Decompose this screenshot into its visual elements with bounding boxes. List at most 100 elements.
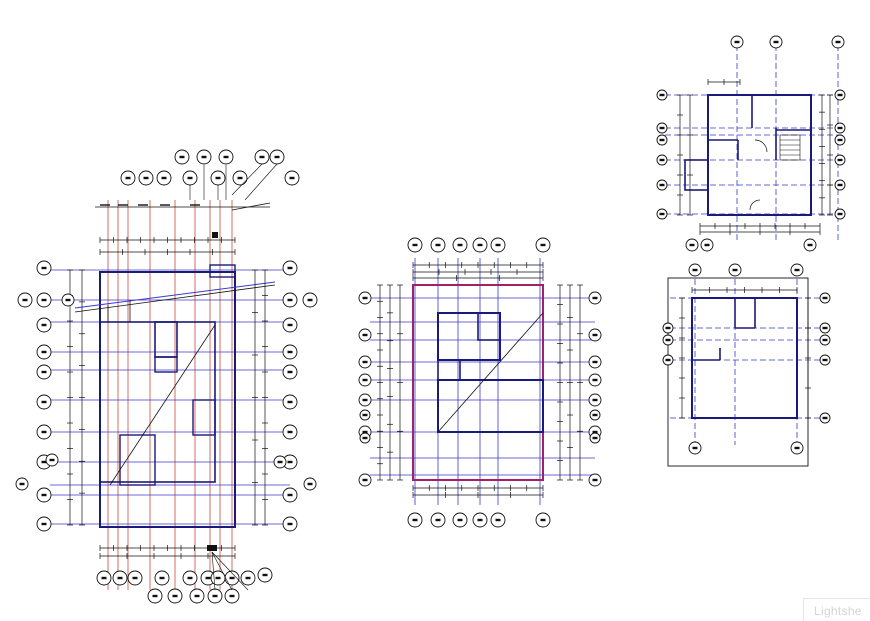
- grid-bubble-mark: [773, 40, 779, 44]
- door-swing: [749, 199, 761, 211]
- grid-bubble-mark: [201, 155, 207, 159]
- grid-bubble-mark: [41, 323, 47, 327]
- grid-bubble-mark: [152, 594, 158, 598]
- grid-bubble-mark: [794, 268, 800, 272]
- grid-bubble-mark: [734, 40, 740, 44]
- room-wall: [437, 379, 544, 433]
- grid-bubble-mark: [143, 176, 149, 180]
- grid-bubble-mark: [287, 370, 293, 374]
- grid-bubble-mark: [194, 594, 200, 598]
- grid-bubble-mark: [229, 576, 235, 580]
- grid-bubble-mark: [223, 155, 229, 159]
- grid-bubble-mark: [457, 518, 463, 522]
- grid-bubble-mark: [477, 243, 483, 247]
- mark-block: [212, 232, 218, 238]
- grid-bubble-mark: [287, 298, 293, 302]
- leader-line: [211, 551, 216, 591]
- leader-line: [244, 163, 278, 201]
- grid-bubble-mark: [362, 430, 368, 434]
- grid-bubble-mark: [117, 576, 123, 580]
- grid-bubble-mark: [187, 576, 193, 580]
- floor-plan-large-left: [15, 149, 318, 604]
- grid-bubble-mark: [362, 436, 368, 440]
- grid-bubble-mark: [49, 458, 55, 462]
- grid-bubble-mark: [592, 378, 598, 382]
- leader-line: [211, 551, 249, 591]
- grid-bubble-mark: [22, 298, 28, 302]
- floor-plan-middle: [358, 237, 602, 528]
- grid-bubble-mark: [362, 398, 368, 402]
- grid-bubble-mark: [362, 296, 368, 300]
- room-wall: [192, 399, 216, 436]
- grid-bubble-mark: [659, 138, 665, 142]
- room-wall: [154, 356, 178, 373]
- grid-bubble-mark: [592, 398, 598, 402]
- grid-bubble-mark: [229, 594, 235, 598]
- grid-bubble-mark: [205, 576, 211, 580]
- grid-bubble-mark: [237, 176, 243, 180]
- grid-bubble-mark: [187, 176, 193, 180]
- grid-bubble-mark: [307, 482, 313, 486]
- grid-bubble-mark: [659, 158, 665, 162]
- grid-bubble-mark: [540, 518, 546, 522]
- grid-bubble-mark: [659, 93, 665, 97]
- grid-bubble-mark: [274, 155, 280, 159]
- grid-bubble-mark: [692, 446, 698, 450]
- grid-bubble-mark: [362, 378, 368, 382]
- grid-bubble-mark: [495, 518, 501, 522]
- sheet-border: [667, 277, 809, 467]
- grid-bubble-mark: [277, 460, 283, 464]
- leader-line: [231, 163, 263, 196]
- grid-bubble-mark: [287, 430, 293, 434]
- grid-bubble-mark: [159, 576, 165, 580]
- outer-wall: [707, 94, 812, 216]
- grid-bubble-mark: [837, 158, 843, 162]
- room-wall: [119, 434, 156, 486]
- grid-bubble-mark: [592, 296, 598, 300]
- mark-block: [207, 545, 217, 551]
- grid-bubble-mark: [362, 478, 368, 482]
- grid-bubble-mark: [592, 360, 598, 364]
- sloped-roof-line: [74, 281, 276, 309]
- grid-bubble-mark: [592, 478, 598, 482]
- grid-bubble-mark: [287, 522, 293, 526]
- door-swing: [754, 139, 768, 153]
- grid-bubble-mark: [41, 430, 47, 434]
- grid-bubble-mark: [665, 338, 671, 342]
- grid-bubble-mark: [692, 268, 698, 272]
- grid-bubble-mark: [807, 243, 813, 247]
- grid-bubble-mark: [435, 243, 441, 247]
- porch-wall: [684, 159, 709, 191]
- watermark-logo: Lightshe: [803, 598, 870, 621]
- grid-bubble-mark: [412, 243, 418, 247]
- grid-bubble-mark: [287, 400, 293, 404]
- grid-bubble-mark: [495, 243, 501, 247]
- grid-bubble-mark: [837, 93, 843, 97]
- grid-bubble-mark: [287, 460, 293, 464]
- grid-bubble-mark: [307, 298, 313, 302]
- grid-bubble-mark: [835, 40, 841, 44]
- floor-plan-top-right: [656, 35, 846, 252]
- grid-bubble-mark: [822, 416, 828, 420]
- grid-bubble-mark: [822, 296, 828, 300]
- floor-plan-bottom-right: [662, 263, 831, 467]
- diagonal-line: [109, 324, 216, 486]
- grid-bubble-mark: [457, 243, 463, 247]
- grid-bubble-mark: [822, 358, 828, 362]
- grid-bubble-mark: [19, 482, 25, 486]
- grid-bubble-mark: [477, 518, 483, 522]
- grid-bubble-mark: [287, 493, 293, 497]
- room-wall: [437, 359, 461, 381]
- grid-bubble-mark: [665, 326, 671, 330]
- room-wall: [437, 312, 501, 361]
- grid-bubble-mark: [41, 400, 47, 404]
- leader-line: [211, 551, 233, 591]
- grid-bubble-mark: [65, 298, 71, 302]
- grid-bubble-mark: [412, 518, 418, 522]
- grid-bubble-mark: [540, 243, 546, 247]
- grid-bubble-mark: [179, 155, 185, 159]
- grid-bubble-mark: [132, 576, 138, 580]
- grid-bubble-mark: [704, 243, 710, 247]
- grid-bubble-mark: [592, 413, 598, 417]
